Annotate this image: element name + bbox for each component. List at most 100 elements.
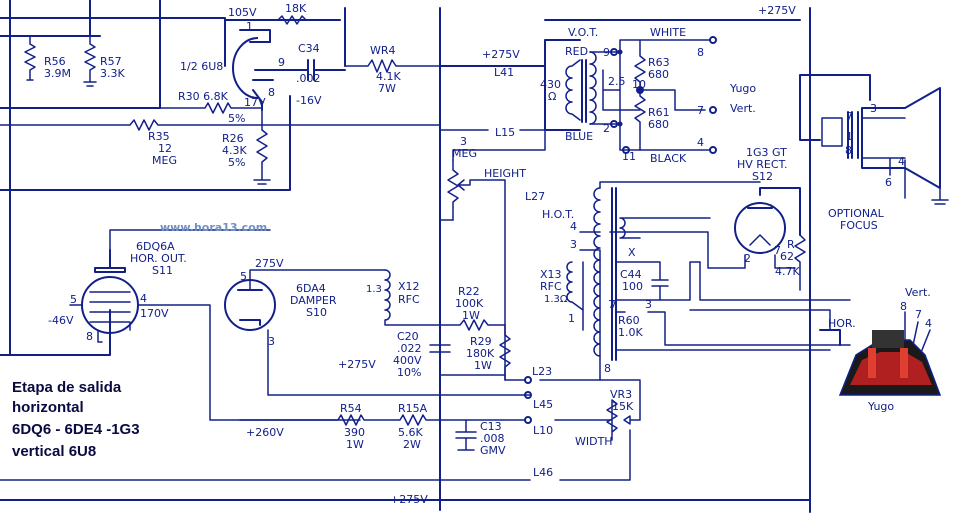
horizontal-output-transformer: H.O.T. 4 3 7 1 8 X13 RFC 1.3Ω X C44 100 … [539,181,851,381]
r56-label: R56 [44,55,66,68]
height-label: HEIGHT [484,167,526,180]
r18k-label: 18K [285,2,307,15]
height-unit: MEG [452,147,477,160]
l10-label: L10 [533,424,553,437]
r26-tol: 5% [228,156,245,169]
v105-label: 105V [228,6,257,19]
vertical-output-transformer: V.O.T. RED BLUE 430 Ω 9 2 2.5 10 11 WHIT… [540,26,756,165]
x13-rfc: RFC [540,280,562,293]
u8-pin8: 8 [268,86,275,99]
r60-label: R60 [618,314,640,327]
crt-pin3: 3 [870,102,877,115]
l45-label: L45 [533,398,553,411]
hout-v170: 170V [140,307,169,320]
vr3-label: VR3 [610,388,632,401]
vot-pin8: 8 [697,46,704,59]
r54-watts: 1W [346,438,364,451]
hot-pin7: 7 [608,298,615,311]
crt-pin6: 6 [885,176,892,189]
hout-v46: -46V [48,314,74,327]
damper-name: DAMPER [290,294,337,307]
vot-pin11: 11 [622,150,636,163]
r54-label: R54 [340,402,362,415]
hot-pin1: 1 [568,312,575,325]
hout-tube: 6DQ6A [136,240,175,253]
optional-label: OPTIONAL [828,207,885,220]
r29-watts: 1W [474,359,492,372]
deflection-yoke: Vert. HOR. 8 7 4 Yugo [828,286,942,413]
vot-pin9: 9 [603,46,610,59]
r56-value: 3.9M [44,67,71,80]
r30-label: R30 6.8K [178,90,229,103]
yoke-pin4: 4 [925,317,932,330]
x12-label: X12 [398,280,420,293]
yoke-pin7: 7 [915,308,922,321]
c20-volts: 400V [393,354,422,367]
wr4-value: 4.1K [376,70,401,83]
damper-275: 275V [255,257,284,270]
r60-value: 1.0K [618,326,643,339]
r54-value: 390 [344,426,365,439]
vot-pin10: 10 [632,78,646,91]
hot-pin4: 4 [570,220,577,233]
l41-label: L41 [494,66,514,79]
x12-rfc: RFC [398,293,420,306]
hot-pin3b: 3 [645,298,652,311]
caption-line2: horizontal [12,399,84,416]
damper-pin3: 3 [268,335,275,348]
l46-label: L46 [533,466,553,479]
vot-ohm: Ω [548,90,556,103]
hot-pin8: 8 [604,362,611,375]
vot-pin4: 4 [697,136,704,149]
l27-label: L27 [525,190,545,203]
hv-pin2: 2 [744,252,751,265]
hv-r-label: R [787,238,795,251]
c20-tol: 10% [397,366,421,379]
hv-tube: 1G3 GT [746,146,787,159]
r57-value: 3.3K [100,67,125,80]
hout-name: HOR. OUT. [130,252,187,265]
r63-label: R63 [648,56,670,69]
r22-value: 100K [455,297,484,310]
hv-rectifier: 1G3 GT HV RECT. S12 2 7 R 62 4.7K [609,146,806,291]
horizontal-output-stage: 6DQ6A HOR. OUT. S11 5 4 8 -46V 170V [48,229,361,421]
vr3-value: 15K [612,400,634,413]
hv-r47: 4.7K [775,265,800,278]
r30-tol: 5% [228,112,245,125]
r15a-watts: 2W [403,438,421,451]
b260-label: +260V [246,426,284,439]
crt-pin7: 7 [846,110,853,123]
vot-black: BLACK [650,152,687,165]
hv-r62: 62 [780,250,794,263]
r63-value: 680 [648,68,669,81]
damper-stage: 275V 5 3 6DA4 DAMPER S10 X12 RFC 1.3 +27… [224,257,552,396]
pin-x: X [628,246,636,259]
focus-label: FOCUS [840,219,878,232]
vot-title: V.O.T. [568,26,598,39]
hv-pin7: 7 [774,244,781,257]
hout-pin8: 8 [86,330,93,343]
v17-label: 17V [244,96,266,109]
crt-pin4: 4 [898,155,905,168]
vot-430: 430 [540,78,561,91]
u8-pin9: 9 [278,56,285,69]
top-275: +275V [758,4,796,17]
damper-275v: +275V [338,358,376,371]
c13-value: .008 [480,432,505,445]
height-value: 3 [460,135,467,148]
x13-ohm: 1.3Ω [544,294,568,305]
l41-volts: +275V [482,48,520,61]
r22-watts: 1W [462,309,480,322]
vot-25: 2.5 [608,75,626,88]
hout-pin4: 4 [140,292,147,305]
caption-line3: 6DQ6 - 6DE4 -1G3 [12,421,140,438]
hv-rect: HV RECT. [737,158,787,171]
width-label: WIDTH [575,435,613,448]
x13-label: X13 [540,268,562,281]
c34-value: .002 [296,72,321,85]
x12-13: 1.3 [366,284,382,295]
c44-label: C44 [620,268,642,281]
c20-label: C20 [397,330,419,343]
r35-value: 12 [158,142,172,155]
